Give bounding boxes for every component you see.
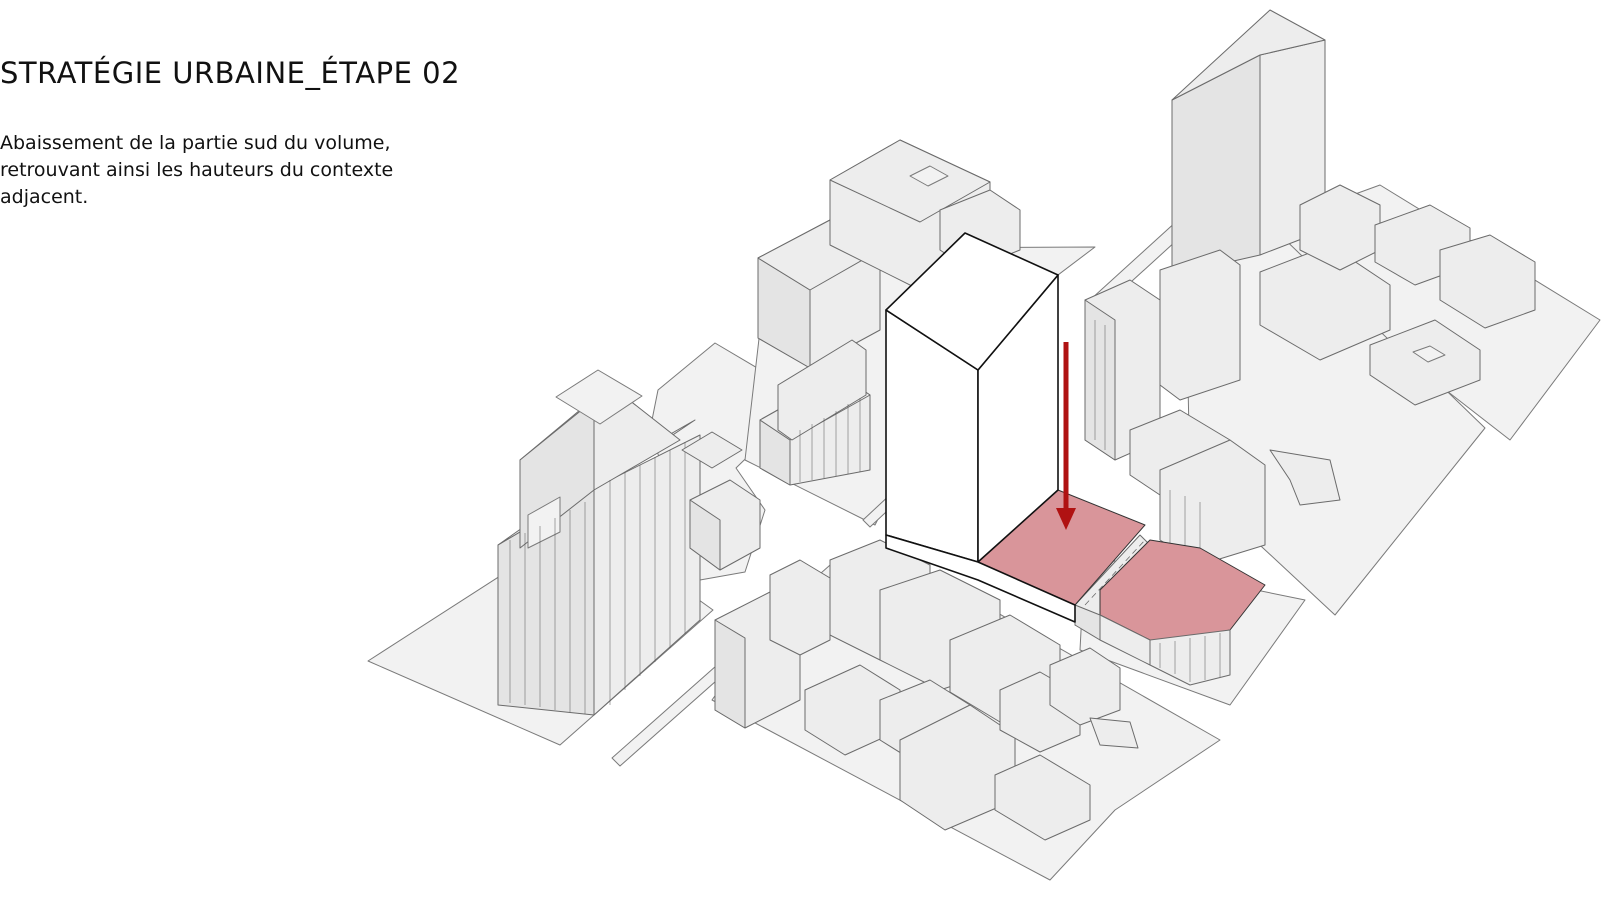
caption-line: retrouvant ainsi les hauteurs du context… — [0, 159, 394, 181]
facade-grid-southwest — [509, 442, 686, 714]
context-east — [1084, 249, 1341, 566]
facade-grid-east — [1094, 320, 1201, 560]
lowering-arrow-icon — [1056, 342, 1076, 530]
context-northeast — [1259, 184, 1536, 406]
tower-podium-edge — [885, 534, 1076, 623]
project-tower — [885, 232, 1076, 623]
context-west-mid — [681, 431, 761, 571]
context-north-block — [757, 139, 1021, 486]
caption-line: Abaissement de la partie sud du volume, — [0, 132, 391, 154]
diagram-caption: Abaissement de la partie sud du volume, … — [0, 130, 440, 211]
diagram-title: STRATÉGIE URBAINE_ÉTAPE 02 — [0, 56, 461, 90]
tower-roof — [885, 232, 1059, 371]
context-south-block — [714, 539, 1139, 841]
caption-line: adjacent. — [0, 186, 89, 208]
highrise-southwest — [497, 369, 701, 716]
facade-grid-site — [1159, 633, 1221, 682]
facade-grid-north-midrise — [799, 398, 861, 482]
